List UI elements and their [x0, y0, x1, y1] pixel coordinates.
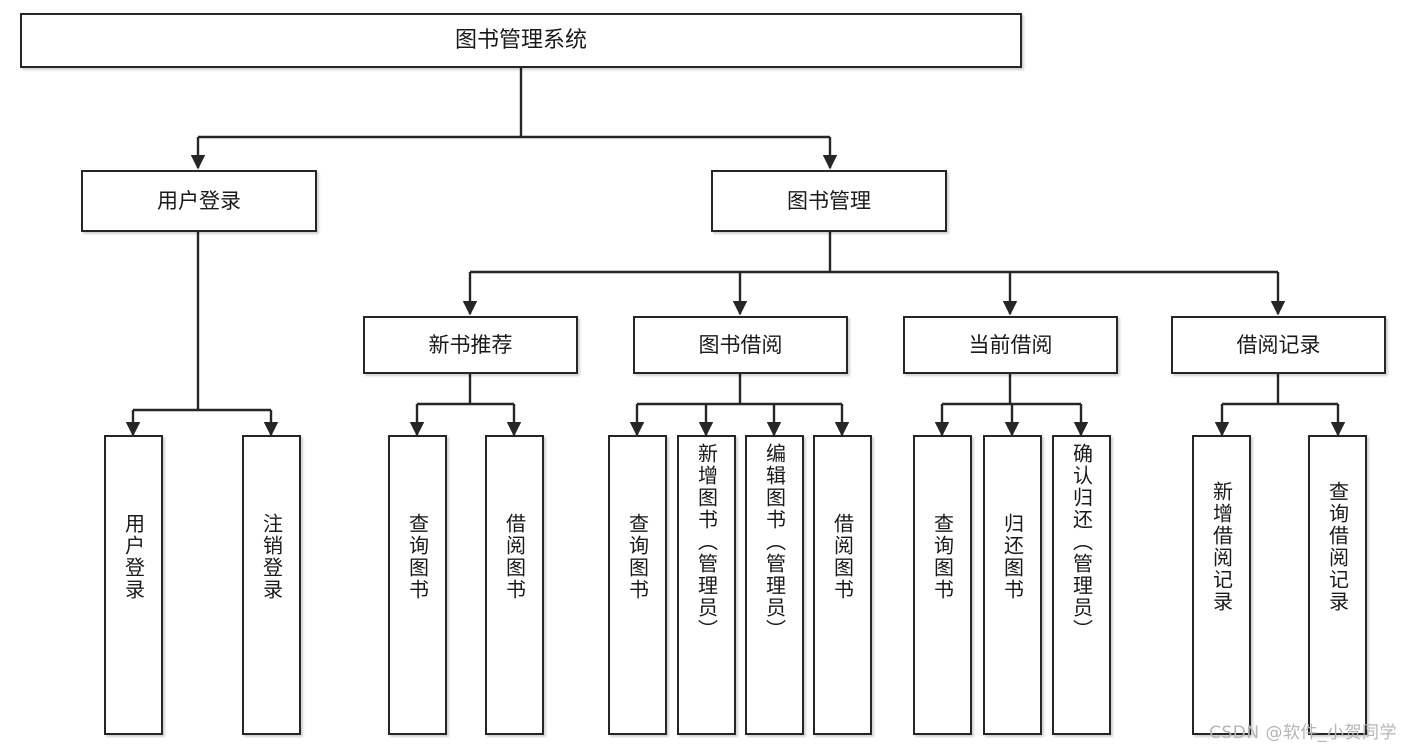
node-user-login[interactable]: 用户登录	[81, 170, 317, 232]
node-label: 新增图书（管理员）	[694, 443, 719, 641]
node-borrow-records[interactable]: 借阅记录	[1171, 316, 1386, 374]
node-label: 当前借阅	[968, 332, 1053, 357]
watermark: CSDN @软件_小贺同学	[1209, 723, 1397, 743]
node-label: 用户登录	[157, 188, 241, 213]
node-label: 借阅记录	[1236, 332, 1321, 357]
node-label: 借阅图书	[830, 513, 855, 601]
leaf-current-query-book[interactable]: 查询图书	[913, 435, 972, 735]
leaf-current-return-book[interactable]: 归还图书	[983, 435, 1042, 735]
node-current-borrow[interactable]: 当前借阅	[903, 316, 1118, 374]
node-label: 借阅图书	[502, 513, 527, 601]
leaf-user-login-logout[interactable]: 注销登录	[242, 435, 301, 735]
leaf-records-add-record[interactable]: 新增借阅记录	[1192, 435, 1251, 735]
node-label: 确认归还（管理员）	[1069, 443, 1094, 641]
node-label: 查询借阅记录	[1325, 481, 1350, 613]
node-book-borrow[interactable]: 图书借阅	[633, 316, 848, 374]
node-label: 查询图书	[625, 513, 650, 601]
leaf-user-login-login[interactable]: 用户登录	[104, 435, 163, 735]
leaf-borrow-add-book-admin[interactable]: 新增图书（管理员）	[677, 435, 736, 735]
node-label: 编辑图书（管理员）	[762, 443, 787, 641]
node-label: 注销登录	[259, 513, 284, 601]
node-new-book-recommend[interactable]: 新书推荐	[363, 316, 578, 374]
node-label: 查询图书	[930, 513, 955, 601]
leaf-borrow-edit-book-admin[interactable]: 编辑图书（管理员）	[745, 435, 804, 735]
node-root-system[interactable]: 图书管理系统	[20, 13, 1022, 68]
leaf-borrow-borrow-book[interactable]: 借阅图书	[813, 435, 872, 735]
node-label: 图书管理系统	[454, 27, 587, 53]
node-label: 查询图书	[405, 513, 430, 601]
leaf-records-query-record[interactable]: 查询借阅记录	[1308, 435, 1367, 735]
node-label: 图书管理	[787, 188, 871, 213]
leaf-new-book-query[interactable]: 查询图书	[388, 435, 447, 735]
node-label: 用户登录	[121, 513, 146, 601]
leaf-borrow-query-book[interactable]: 查询图书	[608, 435, 667, 735]
leaf-current-confirm-return-admin[interactable]: 确认归还（管理员）	[1052, 435, 1111, 735]
node-label: 归还图书	[1000, 513, 1025, 601]
node-book-management[interactable]: 图书管理	[711, 170, 947, 232]
leaf-new-book-borrow[interactable]: 借阅图书	[485, 435, 544, 735]
node-label: 图书借阅	[698, 332, 783, 357]
node-label: 新增借阅记录	[1209, 481, 1234, 613]
node-label: 新书推荐	[428, 332, 513, 357]
